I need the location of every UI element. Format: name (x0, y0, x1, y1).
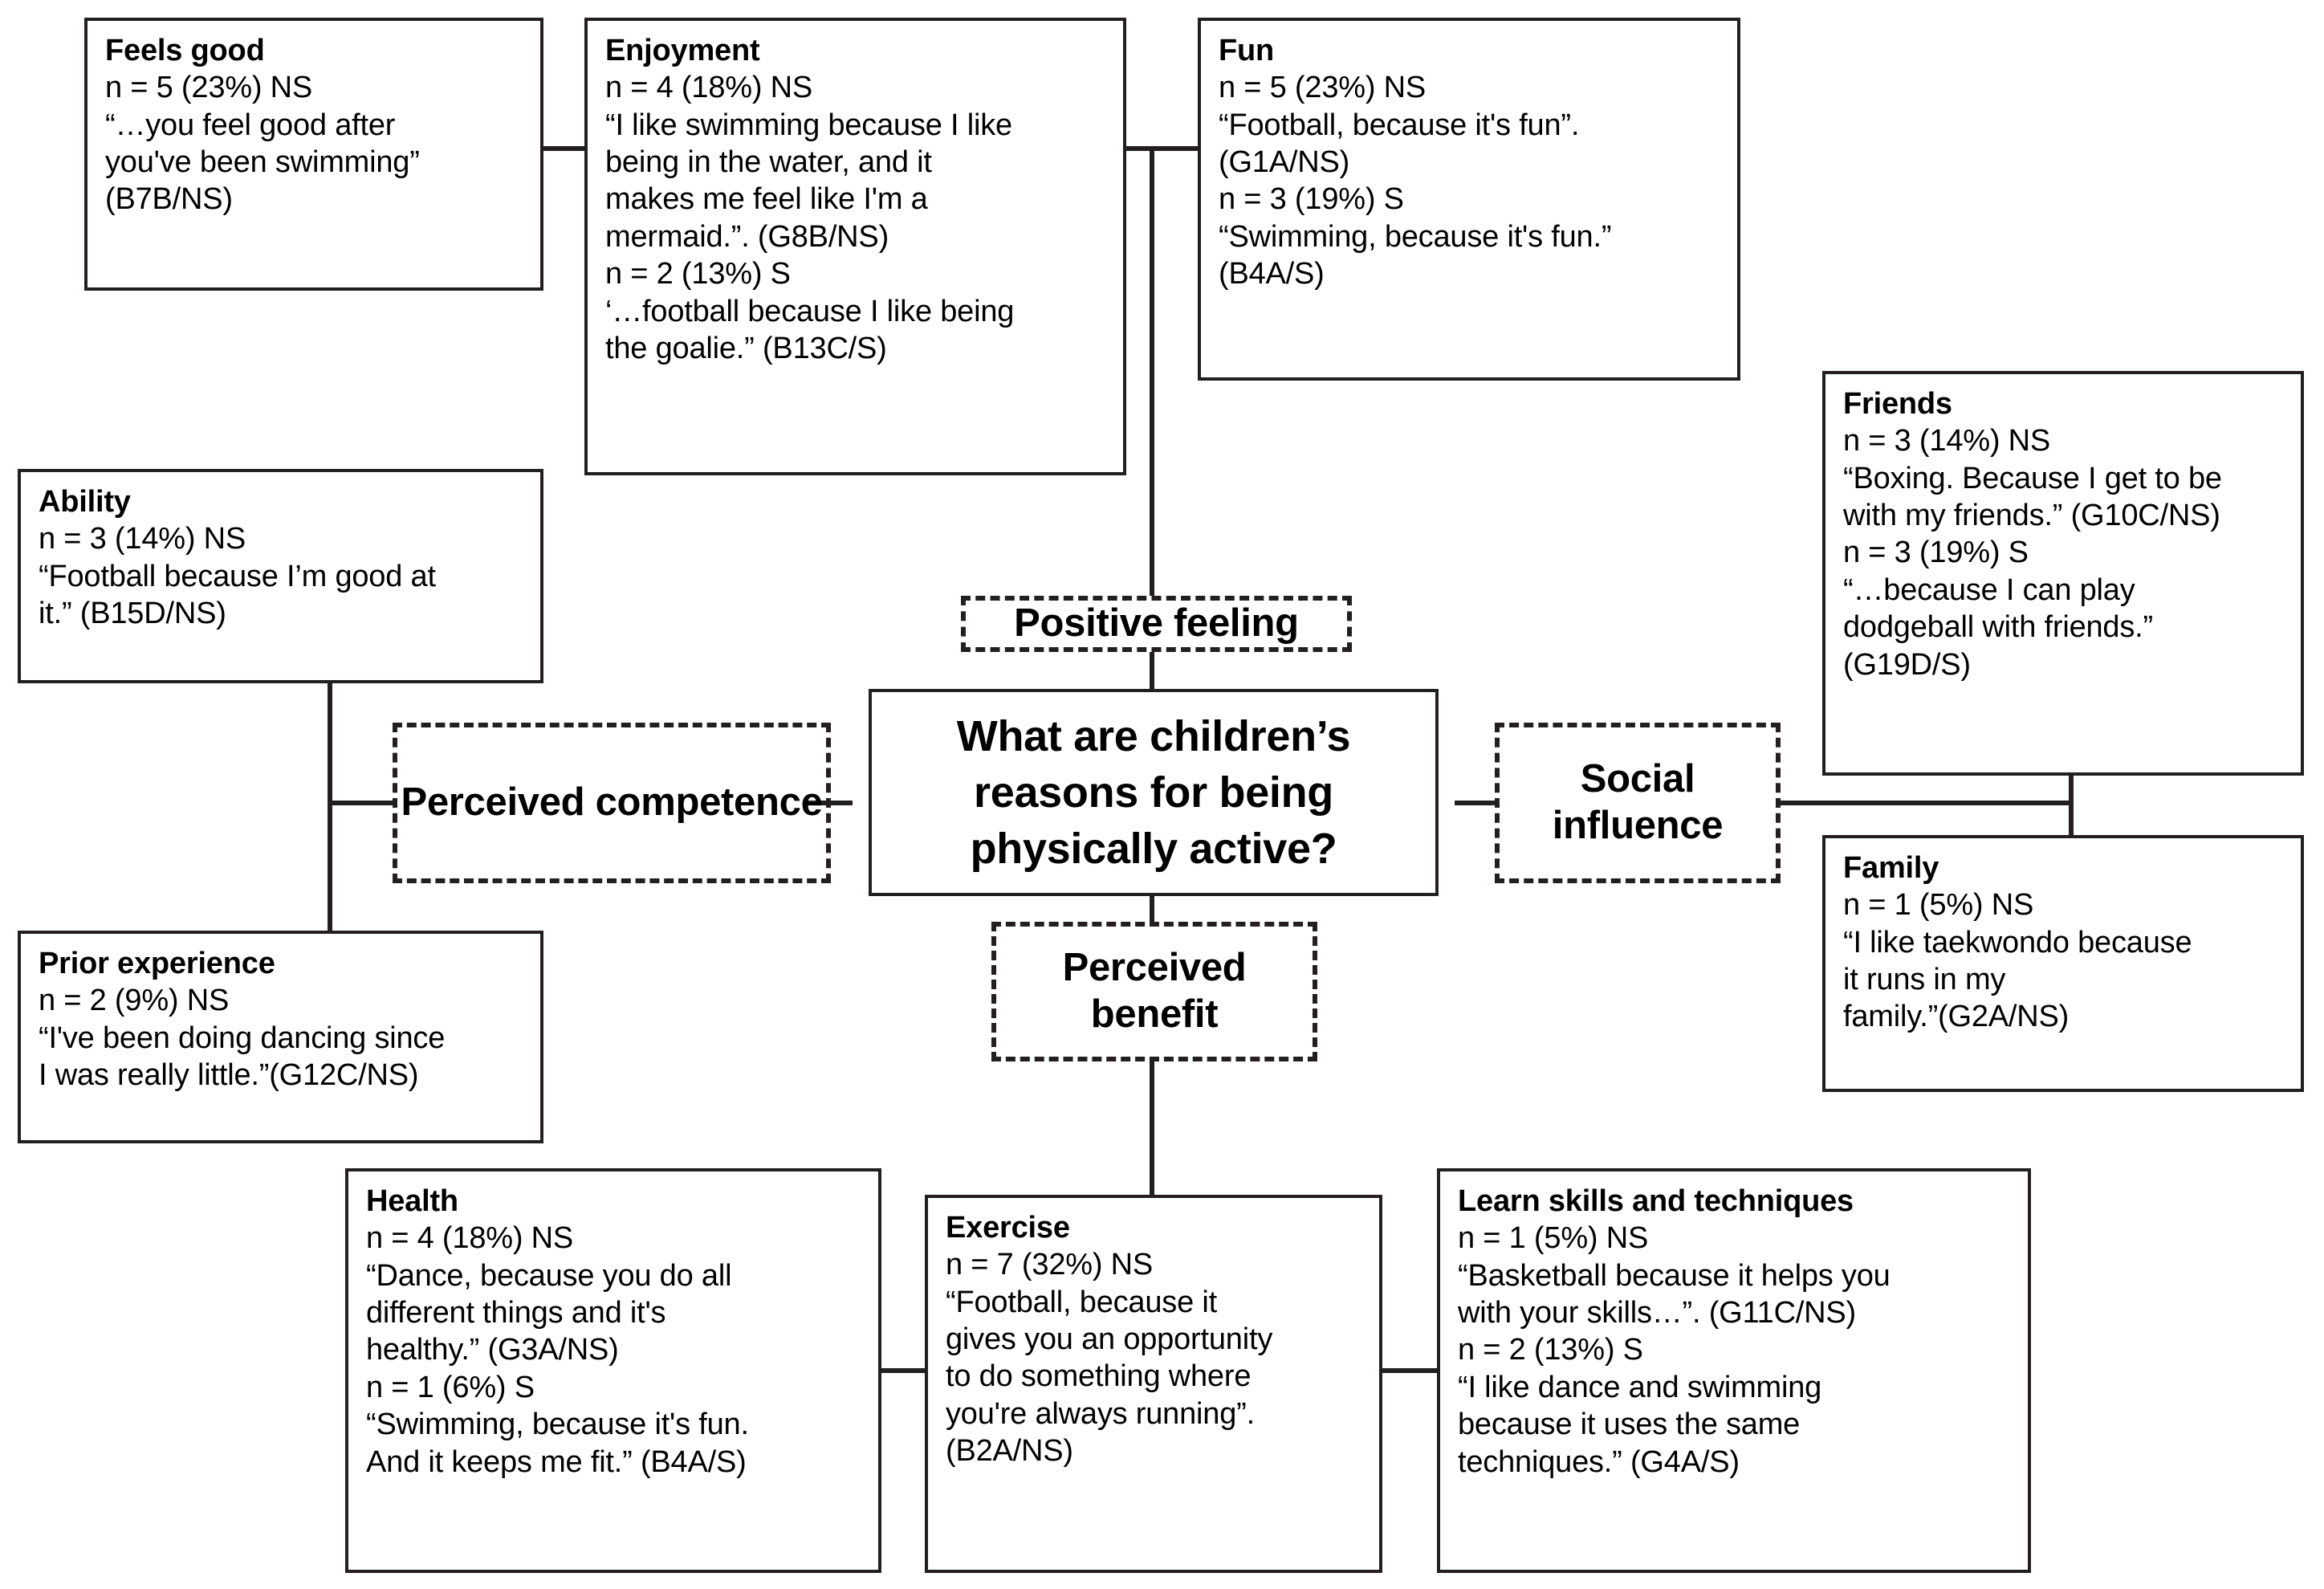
subtheme-line: “Boxing. Because I get to be (1843, 461, 2222, 495)
subtheme-line: healthy.” (G3A/NS) (366, 1333, 619, 1367)
subtheme-line: And it keeps me fit.” (B4A/S) (366, 1444, 747, 1479)
subtheme-line: “I like swimming because I like (605, 108, 1012, 142)
subtheme-line: (B2A/NS) (946, 1434, 1073, 1469)
subtheme-line: n = 4 (18%) NS (366, 1221, 574, 1256)
theme-box-social-influence: Social influence (1495, 723, 1781, 883)
subtheme-line: different things and it's (366, 1296, 666, 1330)
subtheme-line: n = 3 (14%) NS (1843, 424, 2051, 458)
subtheme-line: techniques.” (G4A/S) (1458, 1444, 1740, 1479)
subtheme-line: n = 2 (9%) NS (39, 984, 230, 1018)
subtheme-title-feels-good: Feels good (105, 34, 265, 67)
subtheme-line: makes me feel like I'm a (605, 182, 928, 217)
theme-box-perceived-benefit: Perceived benefit (991, 922, 1317, 1061)
subtheme-line: “Football, because it's fun”. (1219, 108, 1580, 142)
subtheme-line: n = 2 (13%) S (1458, 1333, 1643, 1367)
subtheme-line: “Swimming, because it's fun. (366, 1408, 749, 1442)
subtheme-line: being in the water, and it (605, 145, 932, 180)
subtheme-box-ability: Ability n = 3 (14%) NS “Football because… (18, 469, 543, 683)
subtheme-line: with your skills…”. (G11C/NS) (1458, 1296, 1857, 1330)
subtheme-line: n = 5 (23%) NS (1219, 71, 1427, 105)
subtheme-line: n = 1 (6%) S (366, 1370, 535, 1404)
subtheme-line: n = 2 (13%) S (605, 257, 791, 291)
subtheme-box-learn-skills: Learn skills and techniques n = 1 (5%) N… (1437, 1168, 2031, 1573)
subtheme-title-learn-skills: Learn skills and techniques (1458, 1184, 1854, 1218)
subtheme-line: “Swimming, because it's fun.” (1219, 219, 1612, 254)
subtheme-title-enjoyment: Enjoyment (605, 34, 760, 67)
subtheme-line: the goalie.” (B13C/S) (605, 331, 887, 365)
theme-box-perceived-competence: Perceived competence (393, 723, 831, 883)
subtheme-line: I was really little.”(G12C/NS) (39, 1058, 419, 1093)
subtheme-line: “Football, because it (946, 1285, 1217, 1319)
subtheme-title-ability: Ability (39, 485, 131, 519)
theme-label-perceived-competence: Perceived competence (401, 780, 823, 825)
theme-label-positive-feeling: Positive feeling (1014, 601, 1299, 646)
subtheme-box-fun: Fun n = 5 (23%) NS “Football, because it… (1198, 18, 1740, 381)
central-question-box: What are children’s reasons for being ph… (869, 689, 1439, 896)
subtheme-title-health: Health (366, 1184, 458, 1218)
subtheme-line: with my friends.” (G10C/NS) (1843, 499, 2220, 533)
theme-label-social-influence: Social influence (1552, 757, 1724, 847)
subtheme-box-feels-good: Feels good n = 5 (23%) NS “…you feel goo… (84, 18, 543, 291)
subtheme-line: “I like dance and swimming (1458, 1370, 1822, 1404)
subtheme-line: (B4A/S) (1219, 257, 1325, 291)
subtheme-line: “Football because I’m good at (39, 559, 436, 593)
subtheme-line: n = 4 (18%) NS (605, 71, 813, 105)
subtheme-line: (G19D/S) (1843, 647, 1971, 682)
subtheme-line: “Basketball because it helps you (1458, 1258, 1891, 1293)
subtheme-line: you're always running”. (946, 1396, 1255, 1431)
subtheme-line: “…you feel good after (105, 108, 396, 142)
subtheme-line: “I've been doing dancing since (39, 1021, 446, 1055)
subtheme-line: “…because I can play (1843, 572, 2135, 607)
subtheme-line: “Dance, because you do all (366, 1258, 732, 1293)
subtheme-line: dodgeball with friends.” (1843, 610, 2153, 645)
subtheme-line: it runs in my (1843, 963, 2006, 997)
subtheme-line: (B7B/NS) (105, 182, 233, 217)
subtheme-box-prior-experience: Prior experience n = 2 (9%) NS “I've bee… (18, 931, 543, 1143)
subtheme-title-exercise: Exercise (946, 1211, 1070, 1245)
subtheme-line: n = 1 (5%) NS (1458, 1221, 1649, 1256)
subtheme-line: n = 3 (19%) S (1219, 182, 1404, 217)
subtheme-line: because it uses the same (1458, 1408, 1801, 1442)
subtheme-title-family: Family (1843, 851, 1939, 885)
subtheme-line: it.” (B15D/NS) (39, 597, 226, 631)
theme-label-perceived-benefit: Perceived benefit (1062, 946, 1247, 1036)
subtheme-title-friends: Friends (1843, 387, 1952, 421)
subtheme-line: you've been swimming” (105, 145, 420, 180)
subtheme-box-enjoyment: Enjoyment n = 4 (18%) NS “I like swimmin… (584, 18, 1126, 475)
subtheme-box-exercise: Exercise n = 7 (32%) NS “Football, becau… (925, 1195, 1382, 1573)
subtheme-line: n = 1 (5%) NS (1843, 888, 2034, 923)
subtheme-line: n = 3 (19%) S (1843, 536, 2029, 570)
subtheme-box-family: Family n = 1 (5%) NS “I like taekwondo b… (1822, 835, 2304, 1092)
subtheme-line: ‘…football because I like being (605, 294, 1015, 328)
subtheme-line: n = 3 (14%) NS (39, 522, 246, 556)
subtheme-line: mermaid.”. (G8B/NS) (605, 219, 889, 254)
subtheme-box-health: Health n = 4 (18%) NS “Dance, because yo… (345, 1168, 881, 1573)
central-question-text: What are children’s reasons for being ph… (956, 711, 1351, 874)
subtheme-line: (G1A/NS) (1219, 145, 1350, 180)
subtheme-box-friends: Friends n = 3 (14%) NS “Boxing. Because … (1822, 371, 2304, 776)
subtheme-line: gives you an opportunity (946, 1322, 1273, 1357)
subtheme-line: n = 7 (32%) NS (946, 1248, 1154, 1282)
subtheme-line: “I like taekwondo because (1843, 925, 2192, 960)
subtheme-title-fun: Fun (1219, 34, 1275, 67)
subtheme-title-prior-experience: Prior experience (39, 947, 275, 980)
subtheme-line: n = 5 (23%) NS (105, 71, 313, 105)
theme-box-positive-feeling: Positive feeling (961, 596, 1352, 652)
subtheme-line: family.”(G2A/NS) (1843, 1000, 2070, 1034)
subtheme-line: to do something where (946, 1359, 1252, 1394)
